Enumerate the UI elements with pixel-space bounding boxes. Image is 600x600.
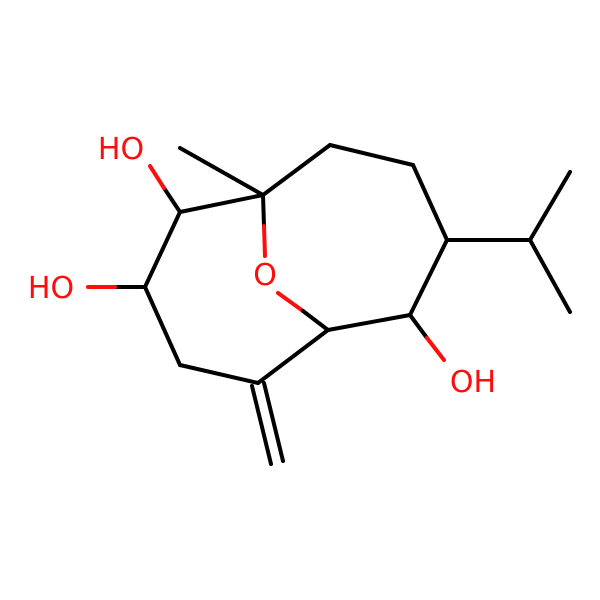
bond-c9-ring-o-c [261, 193, 266, 228]
bond-ring-o-c5-c [301, 309, 330, 332]
bond-c6-c7 [408, 238, 449, 317]
bond-c6-oh-right-o [425, 336, 446, 362]
oh-left-label: HO [28, 271, 74, 306]
bond-c7-c8 [411, 163, 449, 242]
bond-c9-methyl [178, 146, 265, 197]
bond-methylene-1 [250, 384, 273, 466]
bond-c5-c6 [326, 313, 412, 332]
bond-c1-c9 [178, 193, 265, 214]
bond-c2-c3 [143, 285, 182, 367]
ring-oxygen-label: O [253, 258, 277, 293]
bond-c6-oh-right-c [408, 313, 429, 340]
bond-methylene-2 [262, 381, 285, 463]
oxygen-bonds [86, 164, 446, 362]
bond-c4-c5 [256, 328, 330, 385]
bond-c9-ring-o-o [262, 224, 267, 258]
bond-c3-c4 [178, 363, 260, 385]
bond-isopropyl-me2 [528, 238, 572, 314]
carbon-bonds [143, 143, 572, 466]
oh-right-label: OH [450, 365, 496, 400]
bond-c8-c8b [328, 143, 415, 167]
bond-c1-oh-top-c [162, 186, 182, 214]
oh-top-label: HO [98, 132, 144, 167]
bond-c1-oh-top-o [148, 164, 166, 190]
atom-labels: HO HO O OH [28, 132, 496, 400]
bond-c1-c2 [143, 210, 182, 289]
bond-isopropyl-me1 [528, 170, 572, 242]
bond-ring-o-c5-o [276, 291, 305, 313]
bond-c8b-c9 [261, 143, 332, 197]
